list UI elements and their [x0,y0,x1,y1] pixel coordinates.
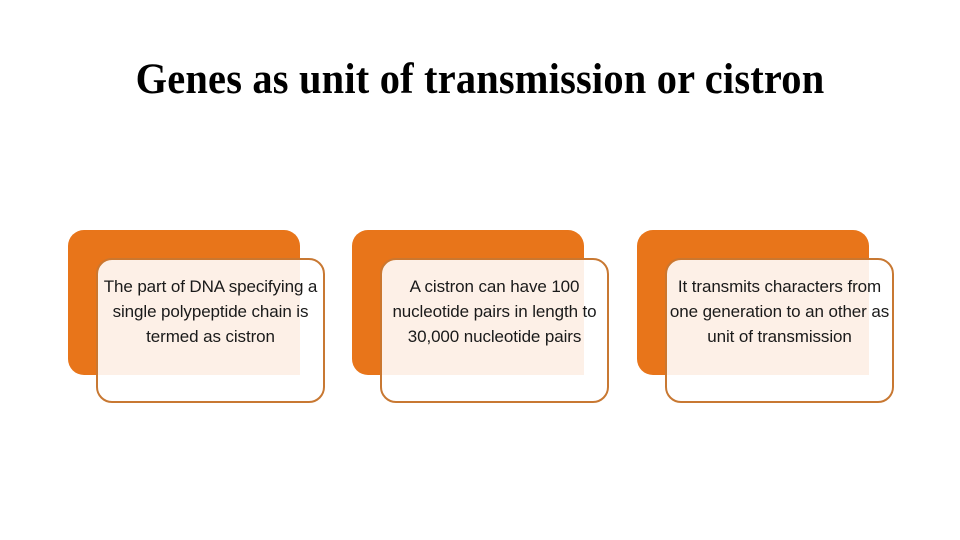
card-3-panel[interactable] [665,258,894,403]
card-3-text-block: It transmits characters from one generat… [665,258,894,375]
card-1-text: The part of DNA specifying a single poly… [103,277,318,346]
card-group-3: It transmits characters from one generat… [637,230,897,405]
card-1-panel[interactable] [96,258,325,403]
card-group-1: The part of DNA specifying a single poly… [68,230,328,405]
card-1-text-block: The part of DNA specifying a single poly… [96,258,325,375]
card-2-text-block: A cistron can have 100 nucleotide pairs … [380,258,609,375]
card-2-panel[interactable] [380,258,609,403]
card-3-text: It transmits characters from one generat… [669,277,890,346]
page-title: Genes as unit of transmission or cistron [135,56,825,103]
card-2-text: A cistron can have 100 nucleotide pairs … [392,277,597,346]
card-group-2: A cistron can have 100 nucleotide pairs … [352,230,612,405]
